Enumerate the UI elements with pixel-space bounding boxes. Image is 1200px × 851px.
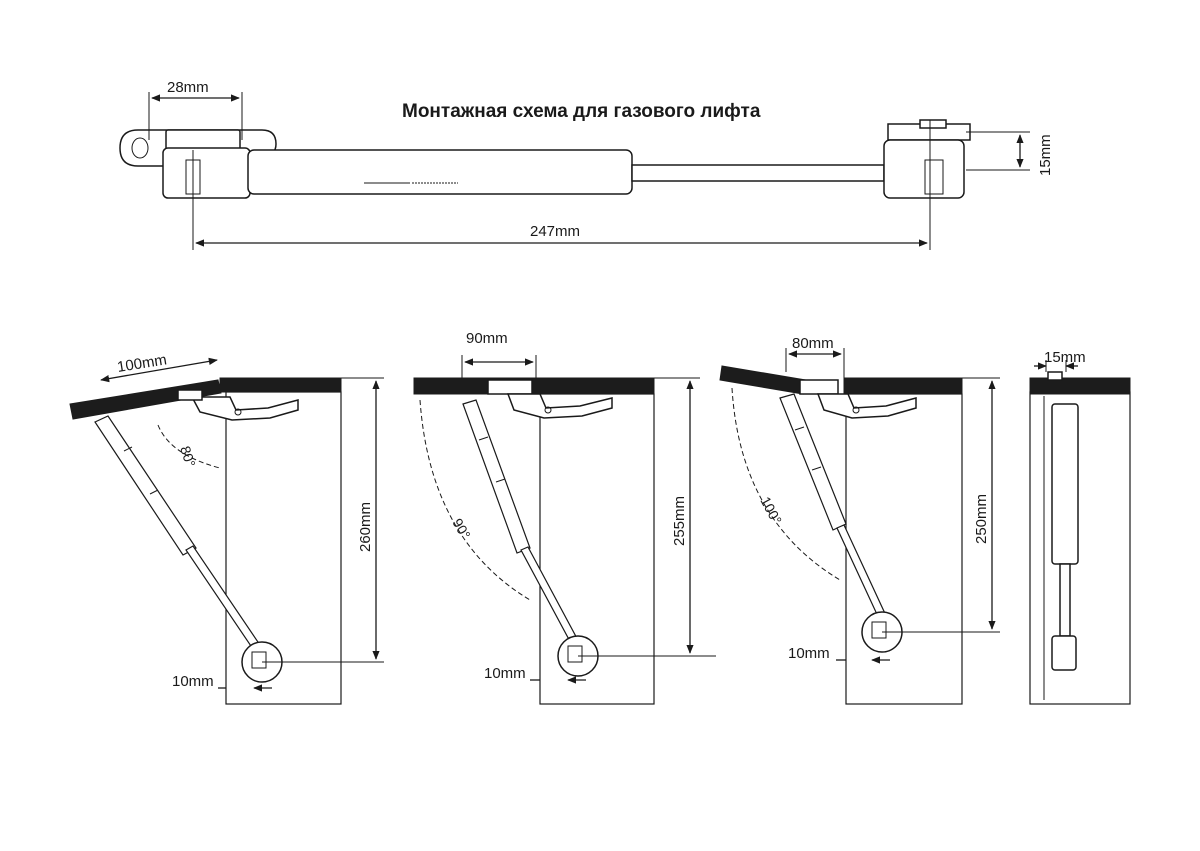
gas-spring-top-view: 28mm 247mm 15mm	[119, 79, 1054, 250]
top-offset-label: 80mm	[792, 335, 834, 352]
top-offset-label: 100mm	[116, 351, 168, 376]
left-end-cap	[162, 147, 251, 199]
opening-angle-label: 90°	[449, 516, 473, 542]
cabinet-top-board	[1029, 377, 1131, 395]
lower-mount	[1051, 635, 1077, 671]
top-offset-label: 90mm	[466, 330, 508, 347]
bracket-width-label: 28mm	[167, 79, 209, 96]
cabinet-side	[845, 393, 963, 705]
side-view: 15mm	[1029, 349, 1131, 705]
hinge	[190, 396, 299, 421]
gas-spring-rod	[1059, 563, 1071, 637]
gas-spring-cylinder	[94, 415, 197, 556]
hinge	[506, 393, 613, 419]
cabinet-side	[1029, 391, 1131, 705]
bottom-offset-label: 10mm	[484, 665, 526, 682]
gas-spring-cylinder	[462, 399, 531, 554]
cabinet-top-board	[219, 377, 342, 393]
hinge	[816, 393, 917, 419]
diagram-title: Монтажная схема для газового лифта	[402, 101, 761, 122]
right-end-cap	[883, 139, 965, 199]
piston-rod	[631, 164, 885, 182]
installation-view-90: 90° 90mm 255mm 10mm	[413, 330, 716, 705]
cabinet-top-board	[843, 377, 963, 395]
cabinet-top-board	[413, 377, 655, 395]
gas-spring-cylinder	[1051, 403, 1079, 565]
bottom-offset-label: 10mm	[788, 645, 830, 662]
total-length-label: 247mm	[530, 223, 580, 240]
height-label: 15mm	[1037, 134, 1054, 176]
bottom-offset-label: 10mm	[172, 673, 214, 690]
side-width-label: 15mm	[1044, 349, 1086, 366]
installation-view-80: 80° 100mm 260mm 10mm	[69, 351, 384, 705]
opening-angle-label: 80°	[177, 444, 199, 469]
cylinder	[247, 149, 633, 195]
height-label: 250mm	[973, 494, 990, 544]
installation-view-100: 100° 80mm 250mm 10mm	[719, 335, 1000, 705]
height-label: 255mm	[671, 496, 688, 546]
opening-angle-label: 100°	[757, 494, 785, 527]
height-label: 260mm	[357, 502, 374, 552]
lid-board	[719, 365, 807, 395]
gas-spring-cylinder	[779, 393, 847, 531]
